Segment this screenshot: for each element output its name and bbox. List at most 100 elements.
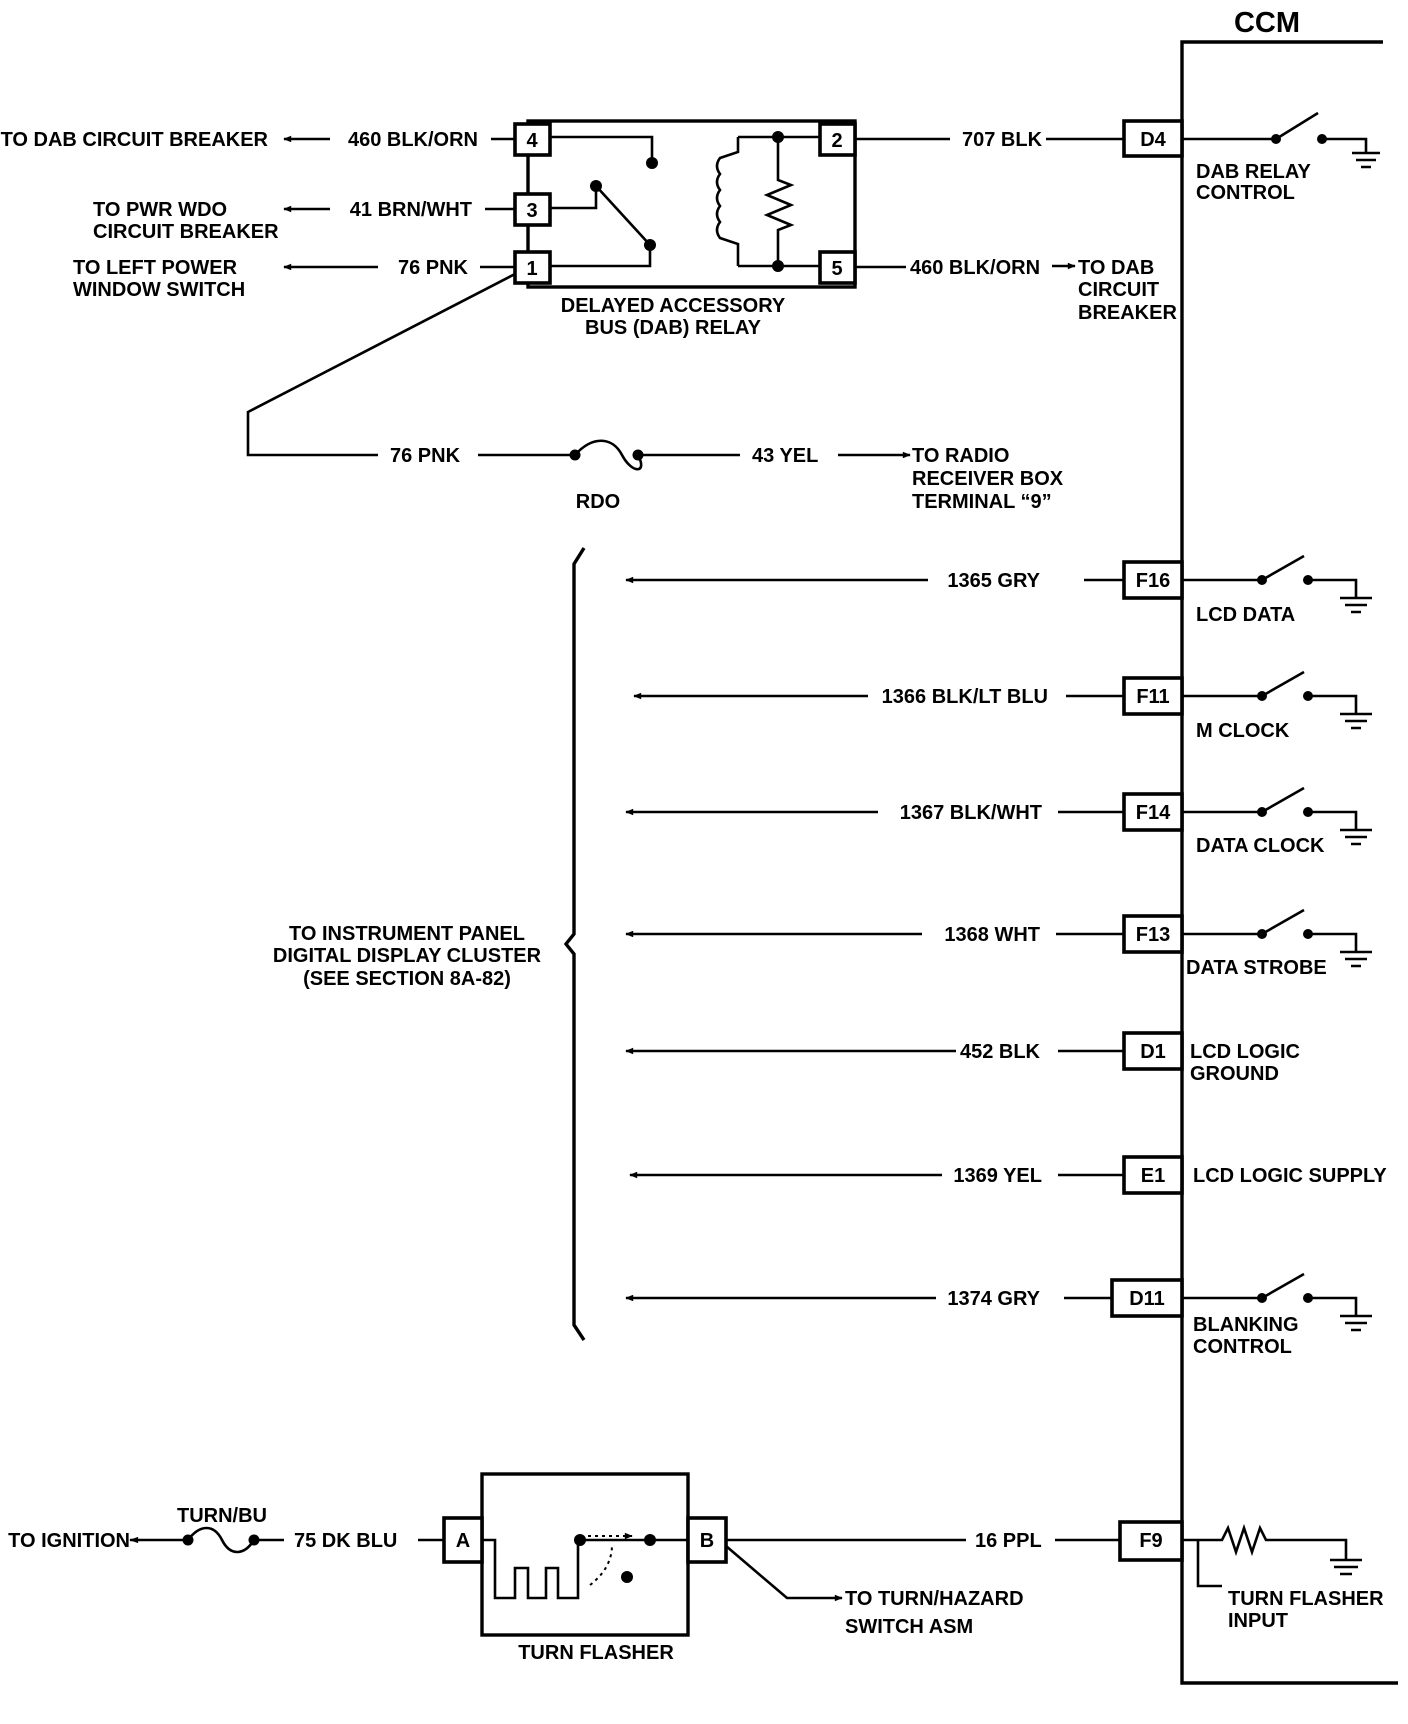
ccm-pin-f9-label: F9 — [1139, 1530, 1162, 1552]
cluster-brace-group: TO INSTRUMENT PANEL DIGITAL DISPLAY CLUS… — [273, 547, 586, 1341]
switch-blade-f11 — [1261, 670, 1305, 698]
dest-pwr-wdo-line-1: TO PWR WDO — [93, 199, 227, 221]
ground-symbol-f11 — [1308, 694, 1372, 730]
flasher-pin-a-label: A — [456, 1530, 470, 1552]
ccm-pin-f11-label: F11 — [1136, 686, 1169, 708]
wire-460-blk-orn-left: 460 BLK/ORN — [348, 129, 478, 151]
relay-coil — [715, 137, 740, 266]
flasher-pin-b-label: B — [700, 1530, 714, 1552]
turn-flasher-input-line-1: TURN FLASHER — [1228, 1588, 1384, 1610]
wire-707-blk: 707 BLK — [962, 129, 1043, 151]
dest-dab-cb-right-line-1: TO DAB — [1078, 257, 1154, 279]
turn-bu-fuse-symbol — [186, 1526, 256, 1554]
dest-radio-line-2: RECEIVER BOX — [912, 468, 1064, 490]
turn-bu-fuse-label: TURN/BU — [177, 1505, 267, 1527]
flasher-contact-3 — [621, 1571, 633, 1583]
relay-pin-4-label: 4 — [526, 130, 538, 152]
dest-to-ignition: TO IGNITION — [8, 1530, 130, 1552]
relay-contact-no — [550, 135, 654, 163]
relay-pin-5-label: 5 — [831, 258, 842, 280]
relay-contact-no-dot — [646, 157, 658, 169]
dest-radio-line-1: TO RADIO — [912, 445, 1009, 467]
flasher-dotted-arc — [589, 1544, 613, 1586]
flasher-contact-1 — [574, 1534, 586, 1546]
wire-label-f16: 1365 GRY — [947, 570, 1040, 592]
wire-43-yel: 43 YEL — [752, 445, 818, 467]
dest-dab-cb-right-line-3: BREAKER — [1078, 302, 1177, 324]
coil-junction-bottom — [772, 260, 784, 272]
wire-label-d11: 1374 GRY — [947, 1288, 1040, 1310]
relay-pin-4 — [513, 122, 552, 157]
rdo-fuse-symbol — [574, 439, 643, 471]
d4-switch — [1182, 111, 1380, 169]
rdo-branch: 76 PNK RDO 43 YEL TO RADIO RECEIVER BOX … — [246, 272, 1064, 513]
flasher-thermal-element — [482, 1538, 650, 1600]
dab-relay-control-line-2: CONTROL — [1196, 182, 1295, 204]
dest-dab-cb-right-line-2: CIRCUIT — [1078, 279, 1159, 301]
turn-flasher-group: TO IGNITION TURN/BU 75 DK BLU A B TURN F… — [8, 1472, 1384, 1664]
relay-body — [526, 119, 857, 289]
ccm-pin-f16 — [1122, 560, 1184, 600]
dest-pwr-wdo-line-2: CIRCUIT BREAKER — [93, 221, 279, 243]
wire-label-d1: 452 BLK — [960, 1041, 1041, 1063]
signal-label-d1-line-2: GROUND — [1190, 1063, 1279, 1085]
wire-label-e1: 1369 YEL — [953, 1165, 1042, 1187]
d4-switch-blade — [1275, 111, 1319, 141]
turn-flasher-body — [480, 1472, 690, 1637]
relay-right-wires: 707 BLK D4 DAB RELAY CONTROL 460 BLK/ORN… — [855, 119, 1311, 324]
wire-41-brn-wht: 41 BRN/WHT — [350, 199, 472, 221]
f9-ground-symbol — [1330, 1558, 1362, 1576]
wire-label-f14: 1367 BLK/WHT — [900, 802, 1042, 824]
wire-76-pnk-top: 76 PNK — [398, 257, 469, 279]
relay-pivot-dot — [590, 180, 602, 192]
dest-radio-line-3: TERMINAL “9” — [912, 491, 1052, 513]
ground-symbol-f14 — [1308, 810, 1372, 846]
turn-flasher-title: TURN FLASHER — [518, 1642, 674, 1664]
dest-left-power-line-2: WINDOW SWITCH — [73, 279, 245, 301]
signal-label-d11-line-2: CONTROL — [1193, 1336, 1292, 1358]
ground-symbol-d11 — [1308, 1296, 1372, 1332]
rdo-fuse-left-dot — [569, 449, 581, 461]
dest-dab-circuit-breaker: TO DAB CIRCUIT BREAKER — [1, 129, 269, 151]
d4-ground-symbol — [1322, 137, 1380, 169]
wire-75-dk-blu: 75 DK BLU — [294, 1530, 397, 1552]
turn-flasher-input-line-2: INPUT — [1228, 1610, 1288, 1632]
relay-left-wires: 460 BLK/ORN TO DAB CIRCUIT BREAKER 41 BR… — [1, 129, 515, 301]
ccm-pin-d1-label: D1 — [1140, 1041, 1166, 1063]
dab-relay: 4 3 1 2 5 DELAYED ACCESSORY BUS (DAB) RE… — [513, 119, 857, 339]
ccm-pin-f14-label: F14 — [1136, 802, 1171, 824]
cluster-label-line-2: DIGITAL DISPLAY CLUSTER — [273, 945, 542, 967]
ccm-pin-e1-label: E1 — [1141, 1165, 1165, 1187]
relay-title-line-2: BUS (DAB) RELAY — [585, 317, 762, 339]
signal-label-f13: DATA STROBE — [1186, 957, 1327, 979]
wire-76-pnk-rdo: 76 PNK — [390, 445, 461, 467]
relay-pin-2-label: 2 — [831, 130, 842, 152]
ground-symbol-f13 — [1308, 932, 1372, 968]
turn-flasher-input-resistor — [1182, 1523, 1348, 1560]
wire-76-pnk-diagonal — [246, 272, 516, 457]
dest-turn-hazard-line-2: SWITCH ASM — [845, 1616, 973, 1638]
cluster-label-line-3: (SEE SECTION 8A-82) — [303, 968, 511, 990]
relay-title-line-1: DELAYED ACCESSORY — [561, 295, 786, 317]
cluster-label-line-1: TO INSTRUMENT PANEL — [289, 923, 525, 945]
switch-blade-d11 — [1261, 1272, 1305, 1300]
dest-turn-hazard-line-1: TO TURN/HAZARD — [845, 1588, 1024, 1610]
ccm-pin-d1 — [1122, 1031, 1184, 1071]
signal-label-d11-line-1: BLANKING — [1193, 1314, 1299, 1336]
ccm-pin-f13-label: F13 — [1136, 924, 1170, 946]
switch-blade-f13 — [1261, 908, 1305, 936]
relay-pin-1-label: 1 — [526, 258, 537, 280]
wire-460-blk-orn-right: 460 BLK/ORN — [910, 257, 1040, 279]
relay-contact-nc — [550, 245, 652, 268]
ccm-pin-e1 — [1122, 1155, 1184, 1195]
ccm-housing — [1180, 40, 1398, 1685]
switch-blade-f16 — [1261, 554, 1305, 582]
signal-label-f14: DATA CLOCK — [1196, 835, 1325, 857]
relay-pin-3-label: 3 — [526, 200, 537, 222]
relay-pin-3 — [513, 192, 552, 227]
relay-resistor — [763, 137, 795, 266]
cluster-brace — [563, 547, 586, 1341]
ccm-title: CCM — [1234, 7, 1300, 39]
